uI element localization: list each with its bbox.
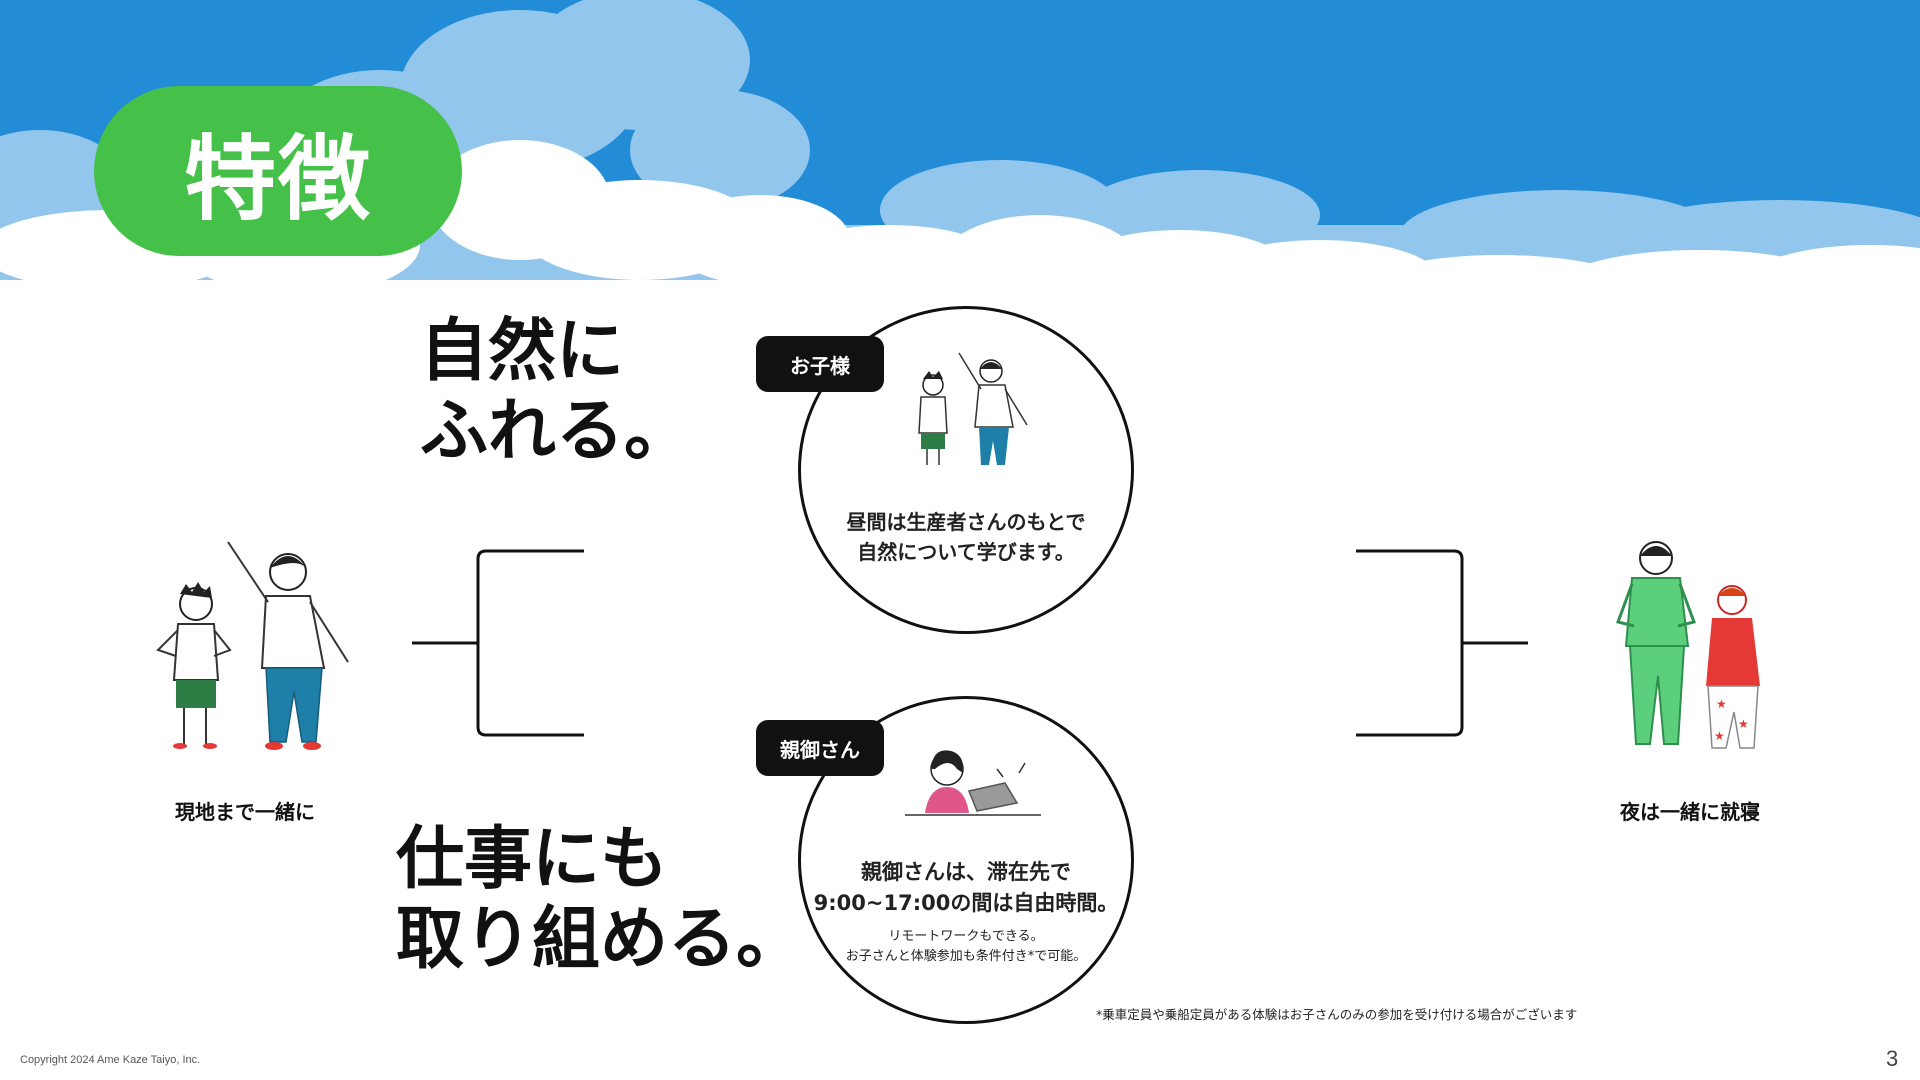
- left-caption: 現地まで一緒に: [175, 800, 315, 824]
- right-caption: 夜は一緒に就寝: [1620, 800, 1760, 824]
- svg-text:★: ★: [1714, 729, 1725, 743]
- parent-badge: 親御さん: [756, 720, 884, 776]
- footnote: *乗車定員や乗船定員がある体験はお子さんのみの参加を受け付ける場合がございます: [1096, 1007, 1578, 1022]
- parent-note: リモートワークもできる。 お子さんと体験参加も条件付き*で可能。: [845, 929, 1087, 964]
- svg-text:★: ★: [1738, 717, 1749, 731]
- headline-work: 仕事にも 取り組める。: [396, 820, 805, 979]
- slide-title: 特徴: [183, 125, 372, 233]
- kids-illustration: [918, 352, 1028, 465]
- child-badge: お子様: [756, 336, 884, 392]
- family-pajamas-illustration: ★ ★ ★: [1616, 541, 1760, 749]
- title-badge: 特徴: [94, 86, 462, 256]
- parent-child-illustration: [156, 541, 349, 750]
- svg-text:★: ★: [1716, 697, 1727, 711]
- headline-nature: 自然に ふれる。: [420, 312, 693, 471]
- left-bracket: [412, 549, 584, 737]
- woman-laptop-illustration: [905, 750, 1041, 816]
- right-bracket: [1356, 549, 1528, 737]
- copyright: Copyright 2024 Ame Kaze Taiyo, Inc.: [20, 1054, 201, 1066]
- child-description: 昼間は生産者さんのもとで 自然について学びます。: [846, 510, 1086, 564]
- parent-description: 親御さんは、滞在先で 9:00~17:00の間は自由時間。: [813, 860, 1119, 915]
- page-number: 3: [1886, 1046, 1899, 1071]
